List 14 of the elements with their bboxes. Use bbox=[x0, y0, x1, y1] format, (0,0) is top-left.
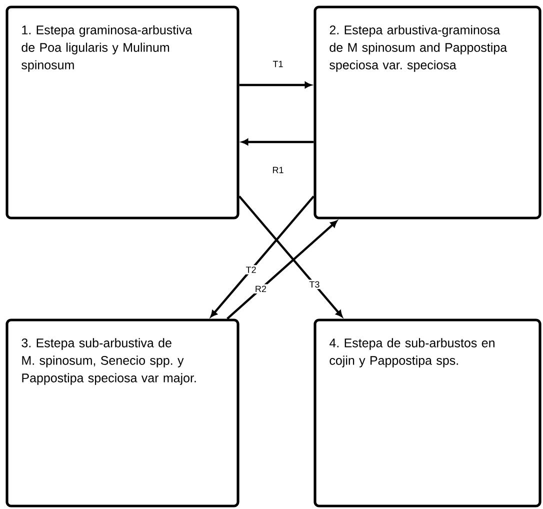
arrow bbox=[226, 220, 338, 320]
state-box: 2. Estepa arbustiva-graminosa de M spinosum and Pappostipa speciosa var. speciosa bbox=[314, 6, 542, 220]
state-box: 1. Estepa graminosa-arbustiva de Poa ligularis y Mulinum spinosum bbox=[6, 6, 240, 220]
state-box: 4. Estepa de sub-arbustos en cojin y Pappostipa sps. bbox=[314, 318, 542, 508]
edge-label: R1 bbox=[272, 166, 284, 174]
arrow bbox=[238, 196, 343, 318]
edge-label: R2 bbox=[256, 286, 266, 292]
edge-label: T2 bbox=[246, 266, 256, 273]
arrow bbox=[239, 82, 312, 88]
edge-label: T3 bbox=[309, 281, 320, 288]
arrow bbox=[210, 196, 315, 318]
arrow bbox=[242, 138, 314, 146]
state-box: 3. Estepa sub-arbustiva de M. spinosum, Senecio spp. y Pappostipa speciosa var major. bbox=[6, 318, 240, 508]
edge-label: T1 bbox=[272, 60, 283, 68]
